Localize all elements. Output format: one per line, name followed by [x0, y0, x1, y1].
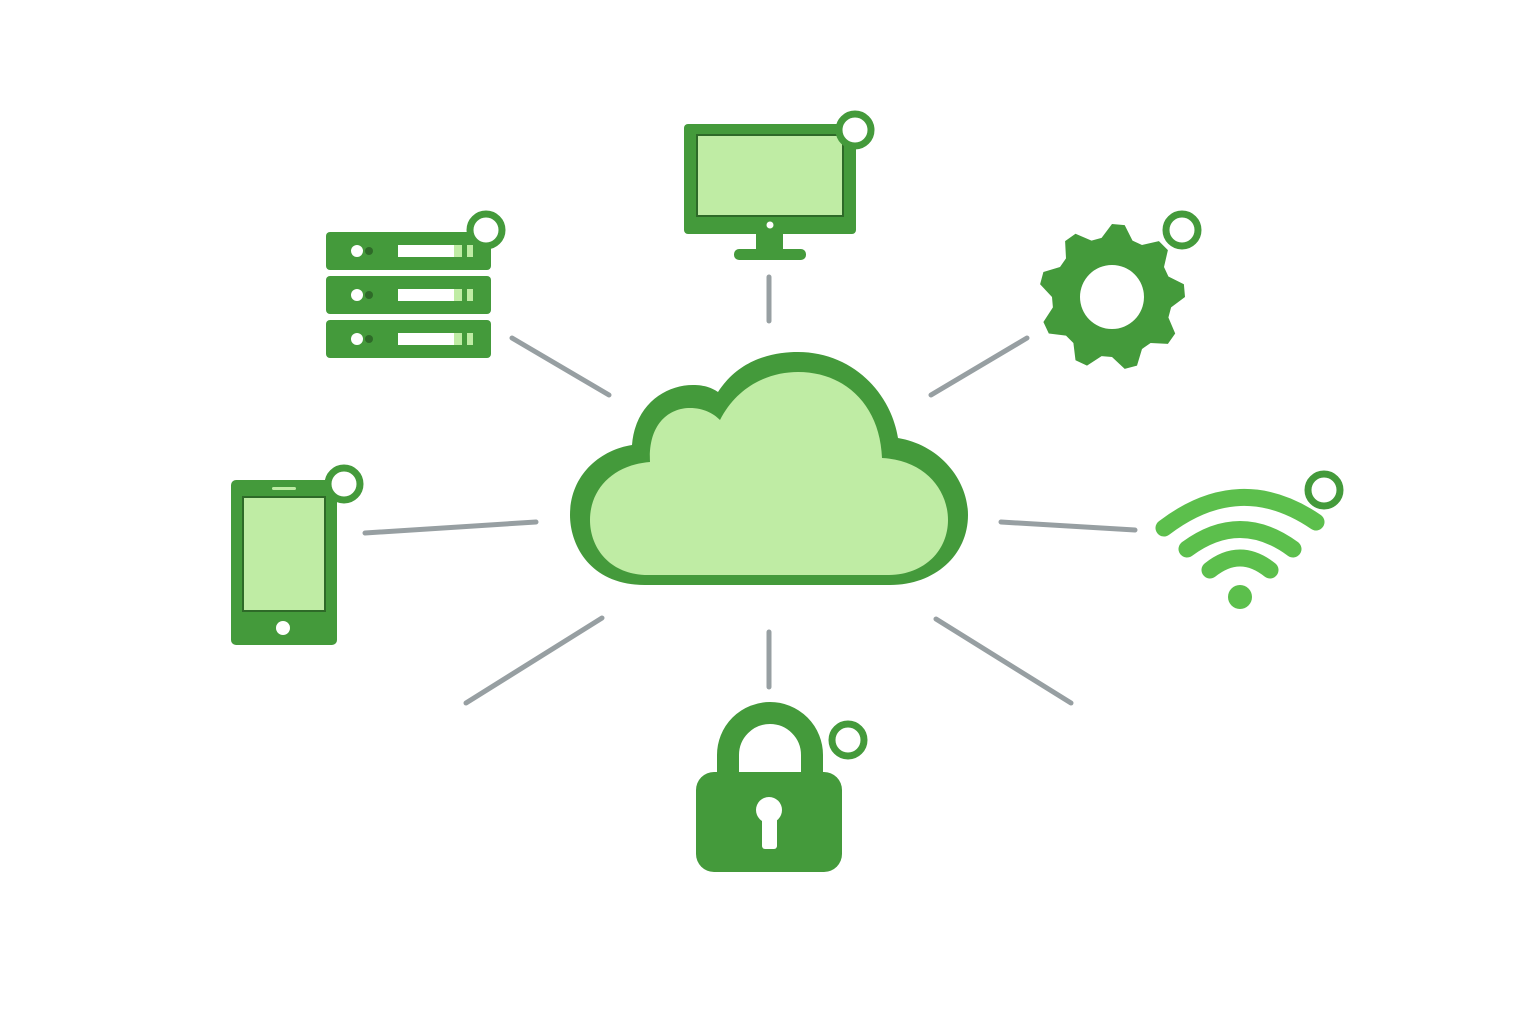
lock-status-badge — [828, 720, 868, 760]
cloud-icon — [570, 352, 968, 585]
connector-lines — [362, 274, 1138, 706]
padlock-icon — [696, 702, 868, 872]
phone-status-badge — [324, 464, 364, 504]
smartphone-icon — [231, 464, 364, 645]
desktop-monitor-icon — [684, 110, 875, 260]
connector-bottom-left — [463, 615, 605, 706]
wifi-status-badge — [1304, 470, 1344, 510]
monitor-status-badge — [835, 110, 875, 150]
gear-status-badge — [1162, 210, 1202, 250]
gear-icon — [1040, 210, 1202, 369]
connector-gear — [928, 335, 1030, 398]
wifi-icon — [1155, 470, 1344, 609]
server-unit — [326, 320, 491, 358]
server-unit — [326, 276, 491, 314]
server-status-badge — [466, 210, 506, 250]
server-rack-icon — [326, 210, 506, 358]
connector-wifi — [998, 519, 1138, 533]
server-unit — [326, 232, 491, 270]
connector-server — [509, 335, 612, 398]
connector-bottom-right — [933, 616, 1074, 706]
connector-phone — [362, 519, 539, 536]
